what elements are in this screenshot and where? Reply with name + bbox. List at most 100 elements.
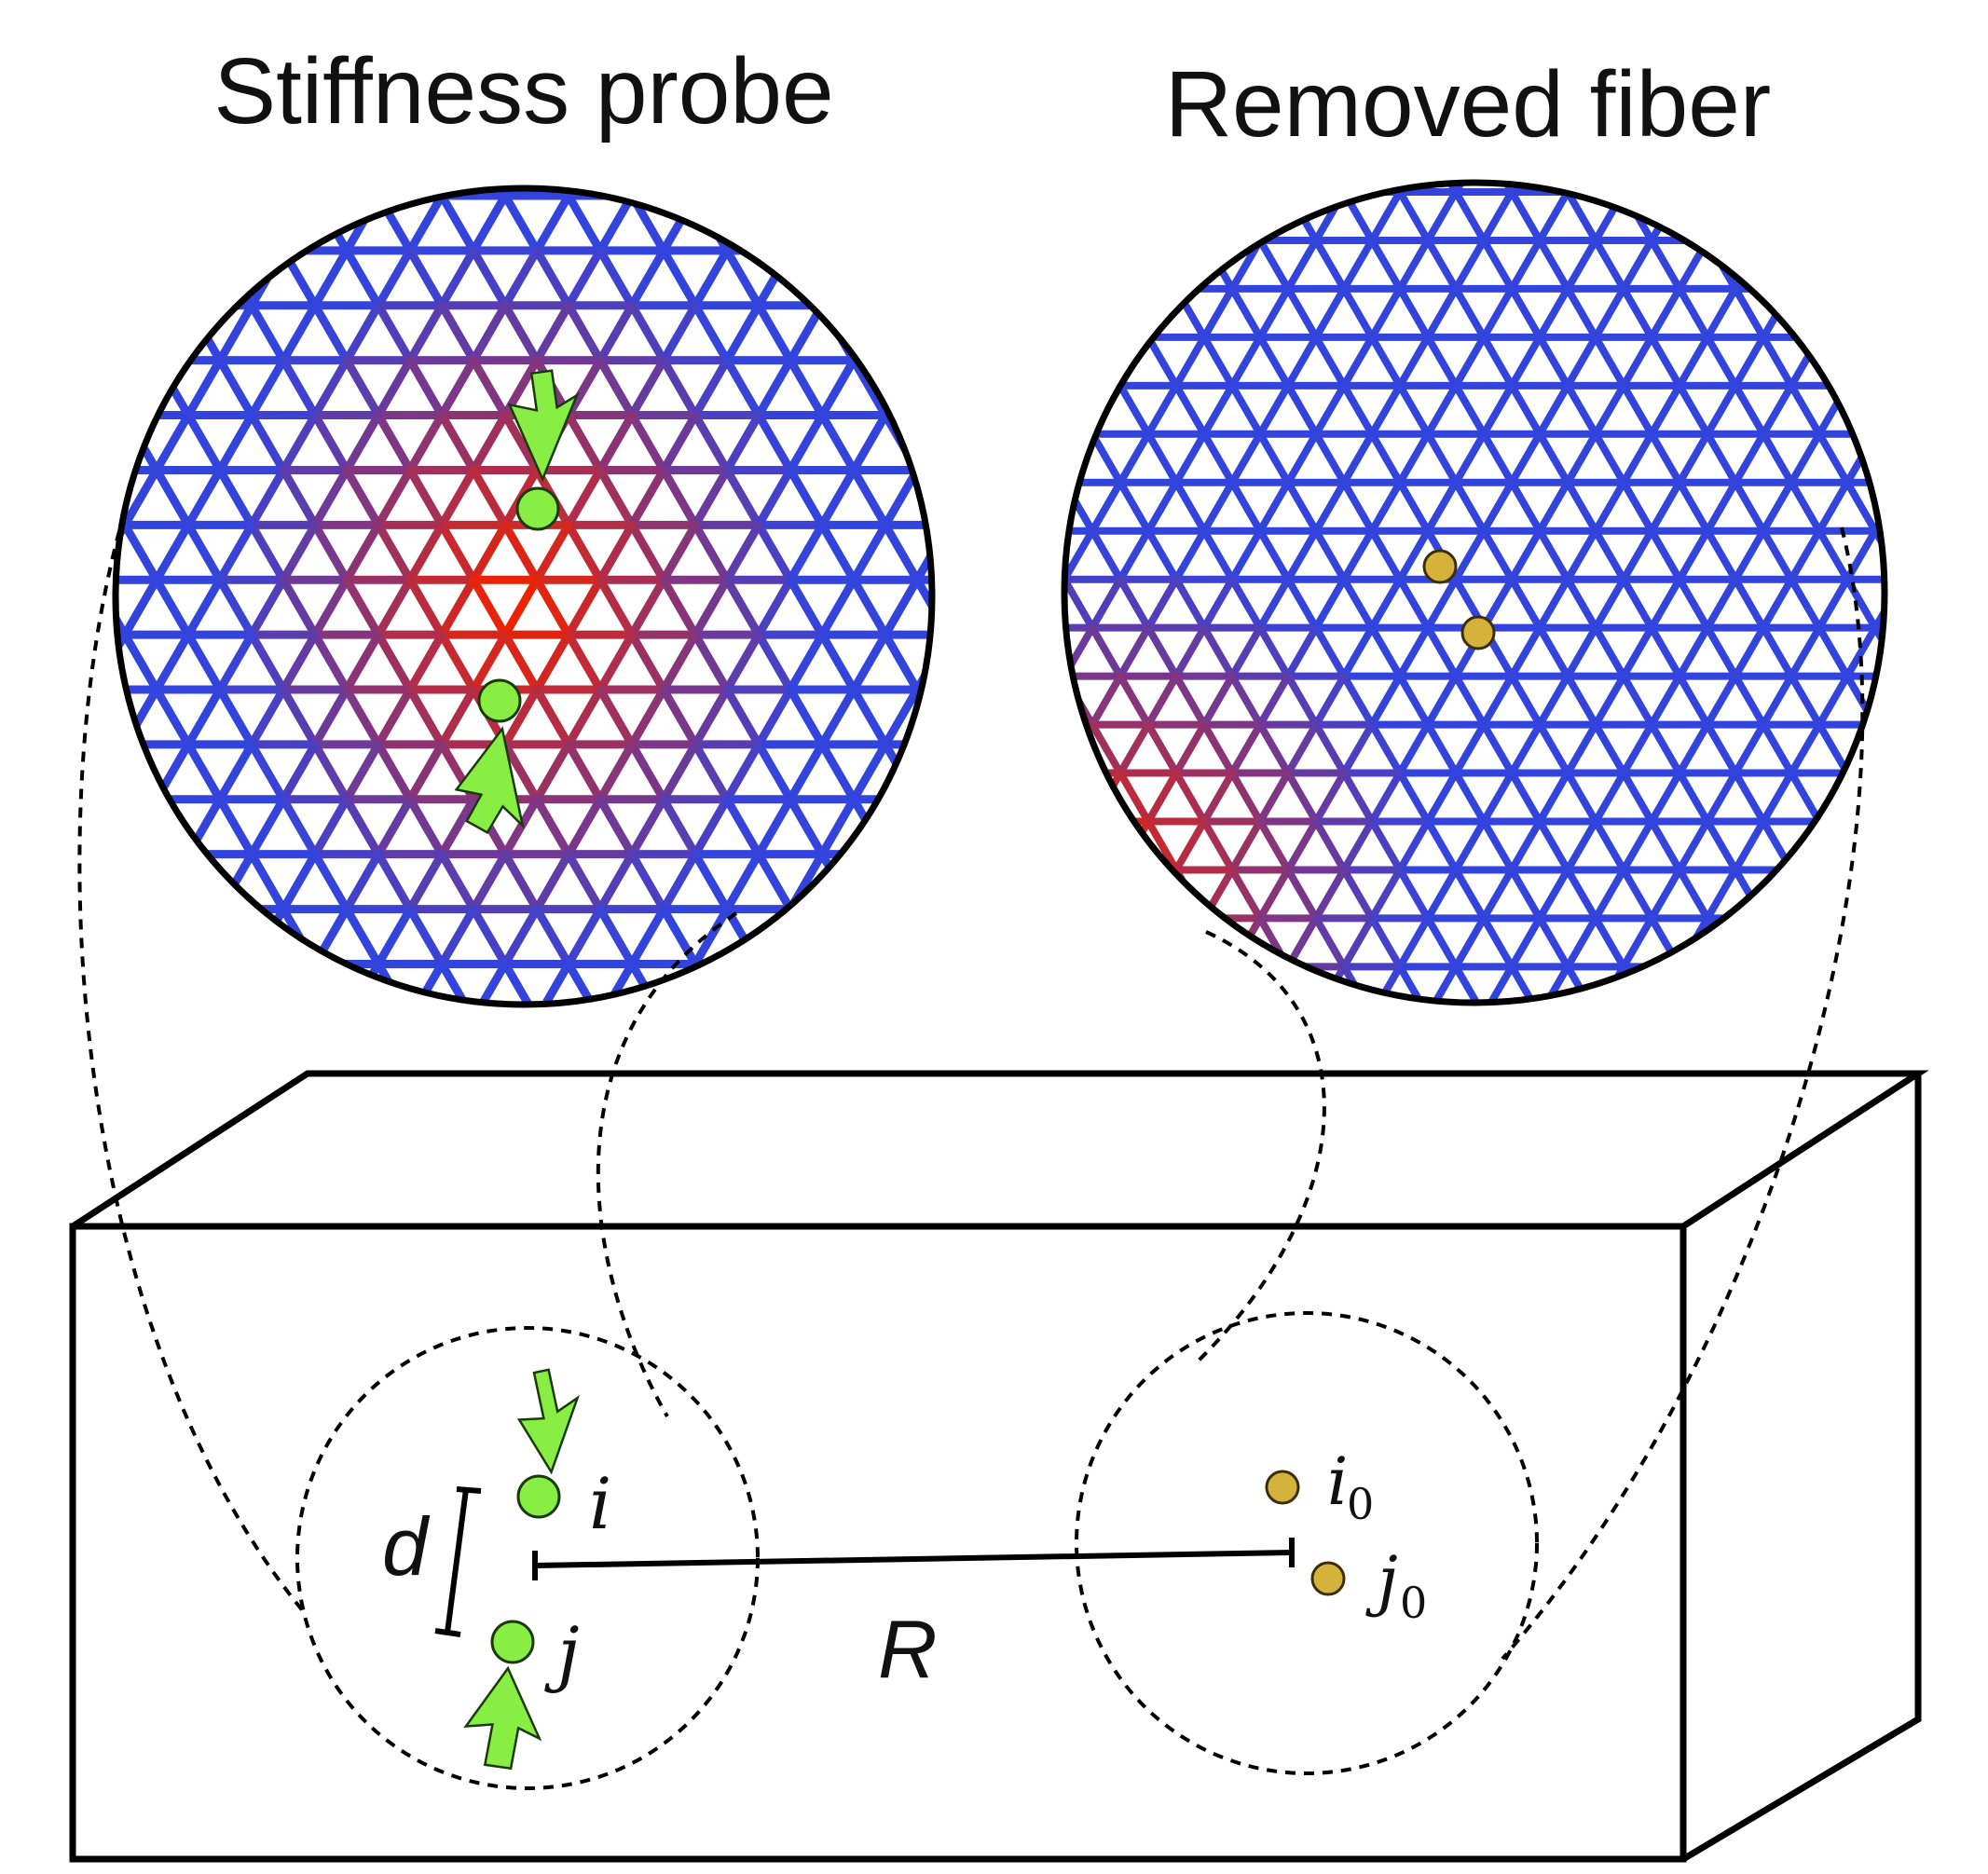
lattice-fiber <box>564 959 605 1005</box>
lattice-fiber <box>442 1019 473 1074</box>
lattice-fiber <box>1480 236 1515 293</box>
lattice-fiber <box>691 575 732 639</box>
lattice-fiber <box>116 356 130 420</box>
lattice-fiber <box>722 246 763 310</box>
lattice-fiber <box>469 356 510 420</box>
lattice-fiber <box>912 795 932 859</box>
lattice-fiber <box>691 301 732 365</box>
lattice-fiber <box>1508 672 1543 729</box>
lattice-fiber <box>1788 478 1823 535</box>
lattice-fiber <box>754 795 795 859</box>
lattice-fiber <box>817 520 858 584</box>
lattice-fiber <box>120 630 161 694</box>
lattice-fiber <box>1368 672 1404 729</box>
lattice-fiber <box>1592 284 1627 341</box>
lattice-fiber <box>1228 720 1264 777</box>
lattice-fiber <box>659 520 700 584</box>
lattice-fiber <box>152 465 193 529</box>
lattice-fiber <box>1536 575 1571 632</box>
lattice-fiber <box>1344 1015 1372 1063</box>
lattice-fiber <box>184 905 225 968</box>
lattice-fiber <box>120 575 161 639</box>
lattice-fiber <box>1284 236 1320 293</box>
lattice-fiber <box>849 301 890 365</box>
lattice-fiber <box>1117 381 1152 438</box>
lattice-fiber <box>596 191 637 255</box>
lattice-fiber <box>1284 333 1320 390</box>
lattice-fiber <box>1648 866 1683 923</box>
lattice-fiber <box>1452 527 1488 583</box>
lattice-fiber <box>1172 623 1208 680</box>
lattice-fiber <box>310 575 351 639</box>
lattice-fiber <box>596 575 637 639</box>
lattice-fiber <box>1396 527 1432 583</box>
lattice-fiber <box>120 356 161 420</box>
lattice-fiber <box>1172 430 1208 486</box>
lattice-fiber <box>1592 236 1627 293</box>
lattice-fiber <box>1064 527 1096 583</box>
lattice-fiber <box>374 685 415 749</box>
lattice-fiber <box>1312 478 1348 535</box>
lattice-fiber <box>691 188 732 200</box>
lattice-fiber <box>1536 963 1571 1003</box>
lattice-fiber <box>1228 769 1264 826</box>
lattice-fiber <box>342 520 383 584</box>
lattice-fiber <box>627 411 668 474</box>
lattice-fiber <box>1536 333 1571 390</box>
removed-node-j0-zoom <box>1460 615 1496 650</box>
lattice-fiber <box>786 520 827 584</box>
lattice-fiber <box>1564 188 1599 244</box>
lattice-fiber <box>1452 236 1488 293</box>
lattice-fiber <box>469 411 510 474</box>
lattice-fiber <box>1368 866 1404 923</box>
lattice-fiber <box>1704 430 1739 486</box>
lattice-fiber <box>310 740 351 804</box>
lattice-fiber <box>659 905 700 968</box>
lattice-fiber <box>722 959 763 1005</box>
lattice-fiber <box>691 905 732 968</box>
lattice-fiber <box>1536 430 1571 486</box>
lattice-fiber <box>722 465 763 529</box>
lattice-fiber <box>1704 381 1739 438</box>
lattice-fiber <box>1456 1015 1484 1063</box>
lattice-fiber <box>627 630 668 694</box>
lattice-fiber <box>1620 769 1655 826</box>
lattice-fiber <box>405 411 446 474</box>
lattice-fiber <box>659 411 700 474</box>
removed-node-i0-zoom <box>1422 549 1458 584</box>
lattice-fiber <box>627 246 668 310</box>
lattice-fiber <box>469 959 510 1005</box>
lattice-fiber <box>1844 769 1879 826</box>
lattice-fiber <box>342 740 383 804</box>
lattice-fiber <box>691 246 732 310</box>
lattice-fiber <box>62 525 93 580</box>
lattice-fiber <box>184 520 225 584</box>
lattice-fiber <box>500 191 542 255</box>
lattice-fiber <box>1200 623 1236 680</box>
lattice-fiber <box>1676 575 1711 632</box>
lattice-fiber <box>564 520 605 584</box>
lattice-fiber <box>405 246 446 310</box>
probe-node-i-zoom <box>515 486 560 531</box>
lattice-fiber <box>1816 527 1851 583</box>
lattice-fiber <box>691 795 732 859</box>
lattice-fiber <box>1871 672 1885 729</box>
lattice-fiber <box>912 740 932 804</box>
lattice-fiber <box>596 795 637 859</box>
lattice-fiber <box>1648 236 1683 293</box>
lattice-fiber <box>1564 381 1599 438</box>
lattice-fiber <box>1145 575 1180 632</box>
lattice-fiber <box>1788 284 1823 341</box>
probe-arrow-bottom-zoom <box>454 726 525 835</box>
lattice-fiber <box>310 188 351 200</box>
lattice-fiber <box>564 905 605 968</box>
lattice-fiber <box>247 630 288 694</box>
lattice-fiber <box>1312 236 1348 293</box>
lattice-fiber <box>1620 527 1655 583</box>
lattice-fiber <box>1117 478 1152 535</box>
lattice-fiber <box>722 795 763 859</box>
lattice-fiber <box>1536 914 1571 971</box>
lattice-fiber <box>754 301 795 365</box>
lattice-fiber <box>374 740 415 804</box>
lattice-fiber <box>564 411 605 474</box>
